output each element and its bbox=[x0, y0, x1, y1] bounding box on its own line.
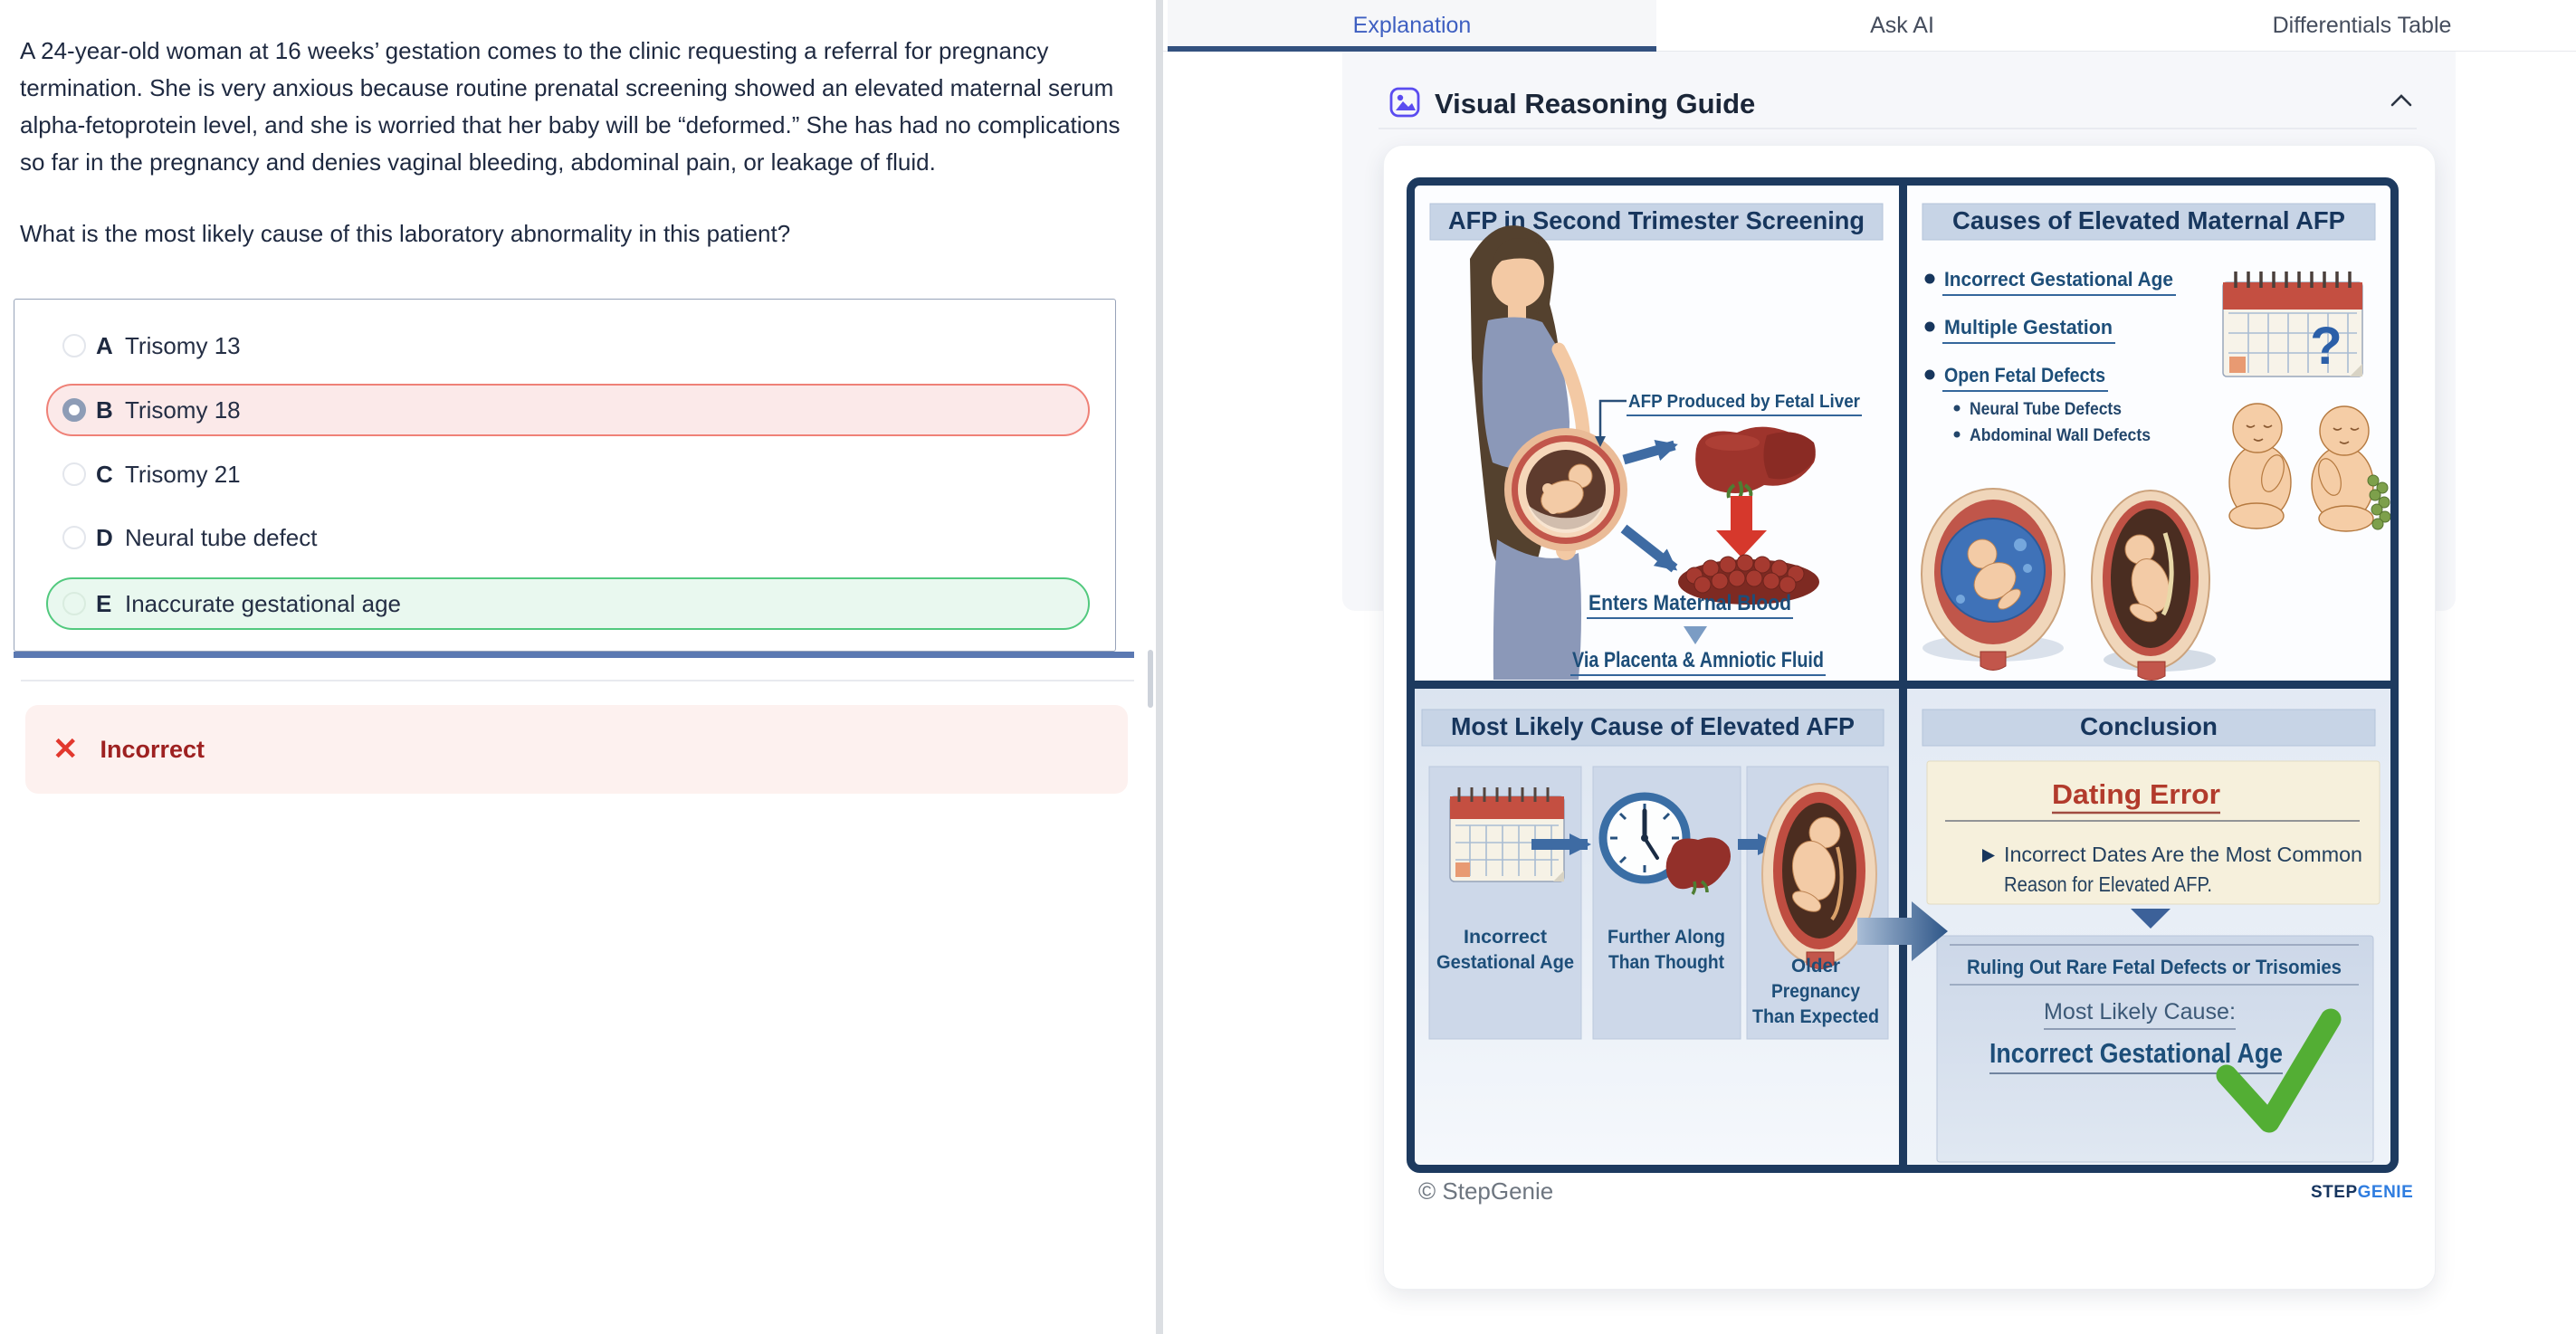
infographic-image[interactable]: AFP in Second Trimester Screening bbox=[1407, 177, 2399, 1173]
result-label: Incorrect bbox=[100, 735, 205, 763]
section-divider bbox=[21, 680, 1134, 681]
svg-text:Most Likely Cause:: Most Likely Cause: bbox=[2044, 999, 2236, 1024]
conclusion-quadrant: Conclusion Dating Error Incorrect Dates … bbox=[1922, 709, 2380, 1163]
tab-bar: Explanation Ask AI Differentials Table bbox=[1163, 0, 2576, 52]
svg-text:Neural Tube Defects: Neural Tube Defects bbox=[1970, 400, 2122, 419]
tab-explanation[interactable]: Explanation bbox=[1168, 0, 1656, 51]
svg-text:Older: Older bbox=[1791, 956, 1840, 977]
older-pregnancy-icon bbox=[1761, 783, 1877, 969]
svg-text:AFP Produced by Fetal Liver: AFP Produced by Fetal Liver bbox=[1628, 392, 1860, 412]
svg-text:Via Placenta & Amniotic Fluid: Via Placenta & Amniotic Fluid bbox=[1572, 648, 1824, 672]
fetus-in-womb bbox=[1541, 463, 1593, 514]
option-text: Neural tube defect bbox=[125, 523, 318, 551]
option-text: Inaccurate gestational age bbox=[125, 589, 401, 617]
normal-fetus-sac bbox=[1921, 488, 2066, 671]
visual-reasoning-guide-header[interactable]: Visual Reasoning Guide bbox=[1389, 86, 1755, 122]
green-checkmark bbox=[2216, 1008, 2342, 1133]
option-text: Trisomy 21 bbox=[125, 460, 241, 488]
red-arrow bbox=[1716, 496, 1767, 557]
clock-liver-icon bbox=[1598, 792, 1731, 895]
svg-text:Incorrect Gestational Age: Incorrect Gestational Age bbox=[1989, 1037, 2283, 1069]
twin-babies-illustration bbox=[2228, 403, 2391, 532]
question-prompt: What is the most likely cause of this la… bbox=[20, 220, 791, 247]
pane-divider[interactable] bbox=[1156, 0, 1163, 1334]
tab-differentials-table[interactable]: Differentials Table bbox=[2272, 12, 2452, 38]
radio-button[interactable] bbox=[62, 526, 86, 549]
question-vignette: A 24-year-old woman at 16 weeks’ gestati… bbox=[20, 33, 1151, 181]
option-text: Trisomy 13 bbox=[125, 331, 241, 359]
svg-text:Incorrect Gestational Age: Incorrect Gestational Age bbox=[1944, 268, 2173, 291]
question-pane: A 24-year-old woman at 16 weeks’ gestati… bbox=[0, 0, 1156, 1334]
radio-button[interactable] bbox=[62, 462, 86, 486]
svg-text:Than Thought: Than Thought bbox=[1608, 952, 1724, 973]
explanation-pane: Explanation Ask AI Differentials Table V… bbox=[1163, 0, 2576, 1334]
radio-button-selected[interactable] bbox=[62, 398, 86, 422]
svg-text:Incorrect: Incorrect bbox=[1464, 927, 1547, 948]
svg-text:Than Expected: Than Expected bbox=[1752, 1006, 1879, 1027]
x-icon: ✕ bbox=[52, 732, 79, 767]
answer-options: A Trisomy 13 B Trisomy 18 C Trisomy 21 D… bbox=[14, 299, 1116, 652]
open-defect-fetus-sac bbox=[2091, 490, 2216, 681]
visual-guide-card[interactable]: AFP in Second Trimester Screening bbox=[1383, 145, 2436, 1290]
vignette-line: alpha-fetoprotein level, and she is worr… bbox=[20, 111, 1121, 138]
flow-arrow bbox=[1857, 901, 1948, 961]
image-icon bbox=[1389, 87, 1420, 122]
option-letter: E bbox=[96, 589, 112, 617]
section-title: Visual Reasoning Guide bbox=[1435, 88, 1756, 119]
active-tab-underline bbox=[1168, 46, 1656, 52]
option-letter: C bbox=[96, 460, 113, 488]
svg-text:Dating Error: Dating Error bbox=[2052, 778, 2220, 810]
question-progress-bar bbox=[14, 652, 1134, 658]
placenta-illustration bbox=[1678, 554, 1819, 605]
calendar-icon bbox=[1449, 787, 1565, 882]
svg-text:Open Fetal Defects: Open Fetal Defects bbox=[1944, 364, 2105, 386]
svg-text:Pregnancy: Pregnancy bbox=[1771, 981, 1860, 1002]
chevron-up-icon[interactable] bbox=[2390, 92, 2413, 113]
svg-text:Incorrect Dates Are the Most C: Incorrect Dates Are the Most Common bbox=[2004, 843, 2362, 866]
option-letter: D bbox=[96, 523, 113, 551]
gastroschisis-bowel bbox=[2367, 474, 2391, 530]
svg-text:?: ? bbox=[2310, 317, 2342, 376]
most-likely-cause-quadrant: Most Likely Cause of Elevated AFP bbox=[1421, 709, 1889, 1040]
fetal-liver-illustration bbox=[1695, 426, 1816, 499]
svg-text:Conclusion: Conclusion bbox=[2080, 712, 2218, 740]
pregnant-woman-illustration bbox=[1470, 225, 1627, 680]
result-banner: ✕ Incorrect bbox=[25, 705, 1128, 794]
svg-text:Abdominal Wall Defects: Abdominal Wall Defects bbox=[1970, 426, 2151, 445]
vignette-line: termination. She is very anxious because… bbox=[20, 74, 1114, 101]
option-text: Trisomy 18 bbox=[125, 395, 241, 424]
option-letter: B bbox=[96, 395, 113, 424]
svg-text:Further Along: Further Along bbox=[1608, 927, 1725, 948]
option-c[interactable]: C Trisomy 21 bbox=[14, 448, 1115, 500]
option-a[interactable]: A Trisomy 13 bbox=[14, 319, 1115, 372]
scrollbar-thumb[interactable] bbox=[1148, 650, 1153, 708]
svg-text:Most Likely Cause of Elevated: Most Likely Cause of Elevated AFP bbox=[1451, 712, 1855, 740]
svg-text:Multiple Gestation: Multiple Gestation bbox=[1944, 316, 2113, 338]
svg-text:Causes of Elevated Maternal AF: Causes of Elevated Maternal AFP bbox=[1952, 206, 2345, 234]
vignette-line: so far in the pregnancy and denies vagin… bbox=[20, 148, 936, 176]
causes-quadrant: Causes of Elevated Maternal AFP Incorrec… bbox=[1921, 203, 2391, 681]
vignette-line: A 24-year-old woman at 16 weeks’ gestati… bbox=[20, 37, 1049, 64]
radio-button[interactable] bbox=[62, 334, 86, 357]
svg-text:Reason for Elevated AFP.: Reason for Elevated AFP. bbox=[2004, 872, 2212, 896]
option-b-selected-incorrect[interactable]: B Trisomy 18 bbox=[46, 384, 1090, 436]
svg-text:Ruling Out Rare Fetal Defects: Ruling Out Rare Fetal Defects or Trisomi… bbox=[1967, 956, 2342, 978]
option-d[interactable]: D Neural tube defect bbox=[14, 511, 1115, 564]
tab-ask-ai[interactable]: Ask AI bbox=[1870, 12, 1934, 38]
svg-text:Gestational Age: Gestational Age bbox=[1436, 952, 1574, 973]
copyright: © StepGenie bbox=[1418, 1177, 1554, 1205]
option-letter: A bbox=[96, 331, 113, 359]
radio-button[interactable] bbox=[62, 592, 86, 615]
option-e-correct[interactable]: E Inaccurate gestational age bbox=[46, 577, 1090, 630]
header-divider bbox=[1379, 128, 2417, 129]
afp-screening-quadrant: AFP in Second Trimester Screening bbox=[1429, 203, 1884, 680]
svg-text:Enters Maternal Blood: Enters Maternal Blood bbox=[1589, 591, 1791, 615]
stepgenie-logo: STEPGENIE bbox=[2311, 1183, 2414, 1202]
calendar-question-icon: ? bbox=[2222, 272, 2363, 377]
